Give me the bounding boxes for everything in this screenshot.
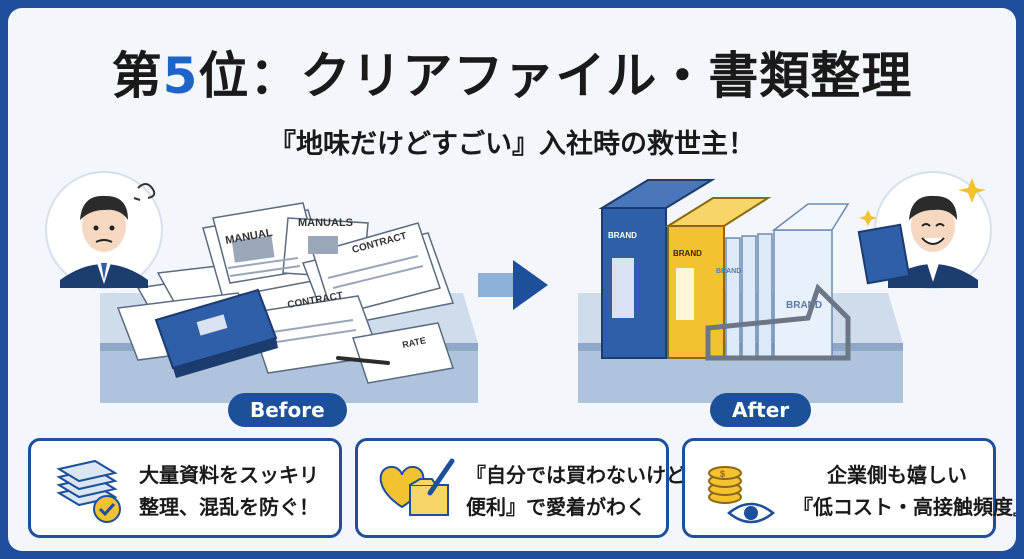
before-after-scene: MANUAL MANUALS CONTRACT CONTRACT RATE [8,168,1016,433]
card-line-1: 『自分では買わないけど [466,463,686,487]
title-rank-number: 5 [162,47,199,105]
doc-label-rate: RATE [401,335,426,350]
happy-person-avatar [857,171,992,289]
benefit-card-attachment: 『自分では買わないけど 便利』で愛着がわく [355,438,686,538]
document-stack-check-icon [45,455,133,525]
card-text: 『自分では買わないけど 便利』で愛着がわく [466,459,686,523]
card-line-1: 大量資料をスッキリ [139,463,319,487]
before-label: Before [228,393,347,427]
card-line-2: 整理、混乱を防ぐ！ [139,495,319,519]
doc-label-manuals: MANUALS [298,217,353,229]
card-text: 大量資料をスッキリ 整理、混乱を防ぐ！ [139,459,329,523]
binder-label-yellow: BRAND [673,249,702,258]
card-line-1: 企業側も嬉しい [827,463,967,487]
card-text: 企業側も嬉しい 『低コスト・高接触頻度』 [793,459,1016,523]
title-suffix: 位：クリアファイル・書類整理 [198,47,913,105]
page-subtitle: 『地味だけどすごい』入社時の救世主！ [269,129,755,160]
binder-label-thin: BRAND [716,268,741,275]
heart-folder-pen-icon [372,455,460,525]
binder-label-blue: BRAND [608,231,637,240]
coins-eye-icon: $ [699,455,787,525]
benefit-card-organize: 大量資料をスッキリ 整理、混乱を防ぐ！ [28,438,342,538]
card-line-2: 便利』で愛着がわく [466,495,646,519]
before-desk-illustration: MANUAL MANUALS CONTRACT CONTRACT RATE [100,202,478,403]
right-arrow-icon [478,260,548,310]
card-line-2: 『低コスト・高接触頻度』 [793,495,1016,519]
title-prefix: 第 [111,47,163,105]
worried-person-avatar [45,171,163,289]
page-title: 第5位：クリアファイル・書類整理 [8,36,1016,108]
svg-text:$: $ [720,469,725,479]
benefit-card-company: $ 企業側も嬉しい 『低コスト・高接触頻度』 [682,438,1016,538]
infographic-frame: 第5位：クリアファイル・書類整理 『地味だけどすごい』入社時の救世主！ [8,8,1016,551]
after-desk-illustration: BRAND BRAND BRAND BRAND [578,179,903,403]
binder-label-clear: BRAND [786,300,822,311]
after-label: After [710,393,812,427]
